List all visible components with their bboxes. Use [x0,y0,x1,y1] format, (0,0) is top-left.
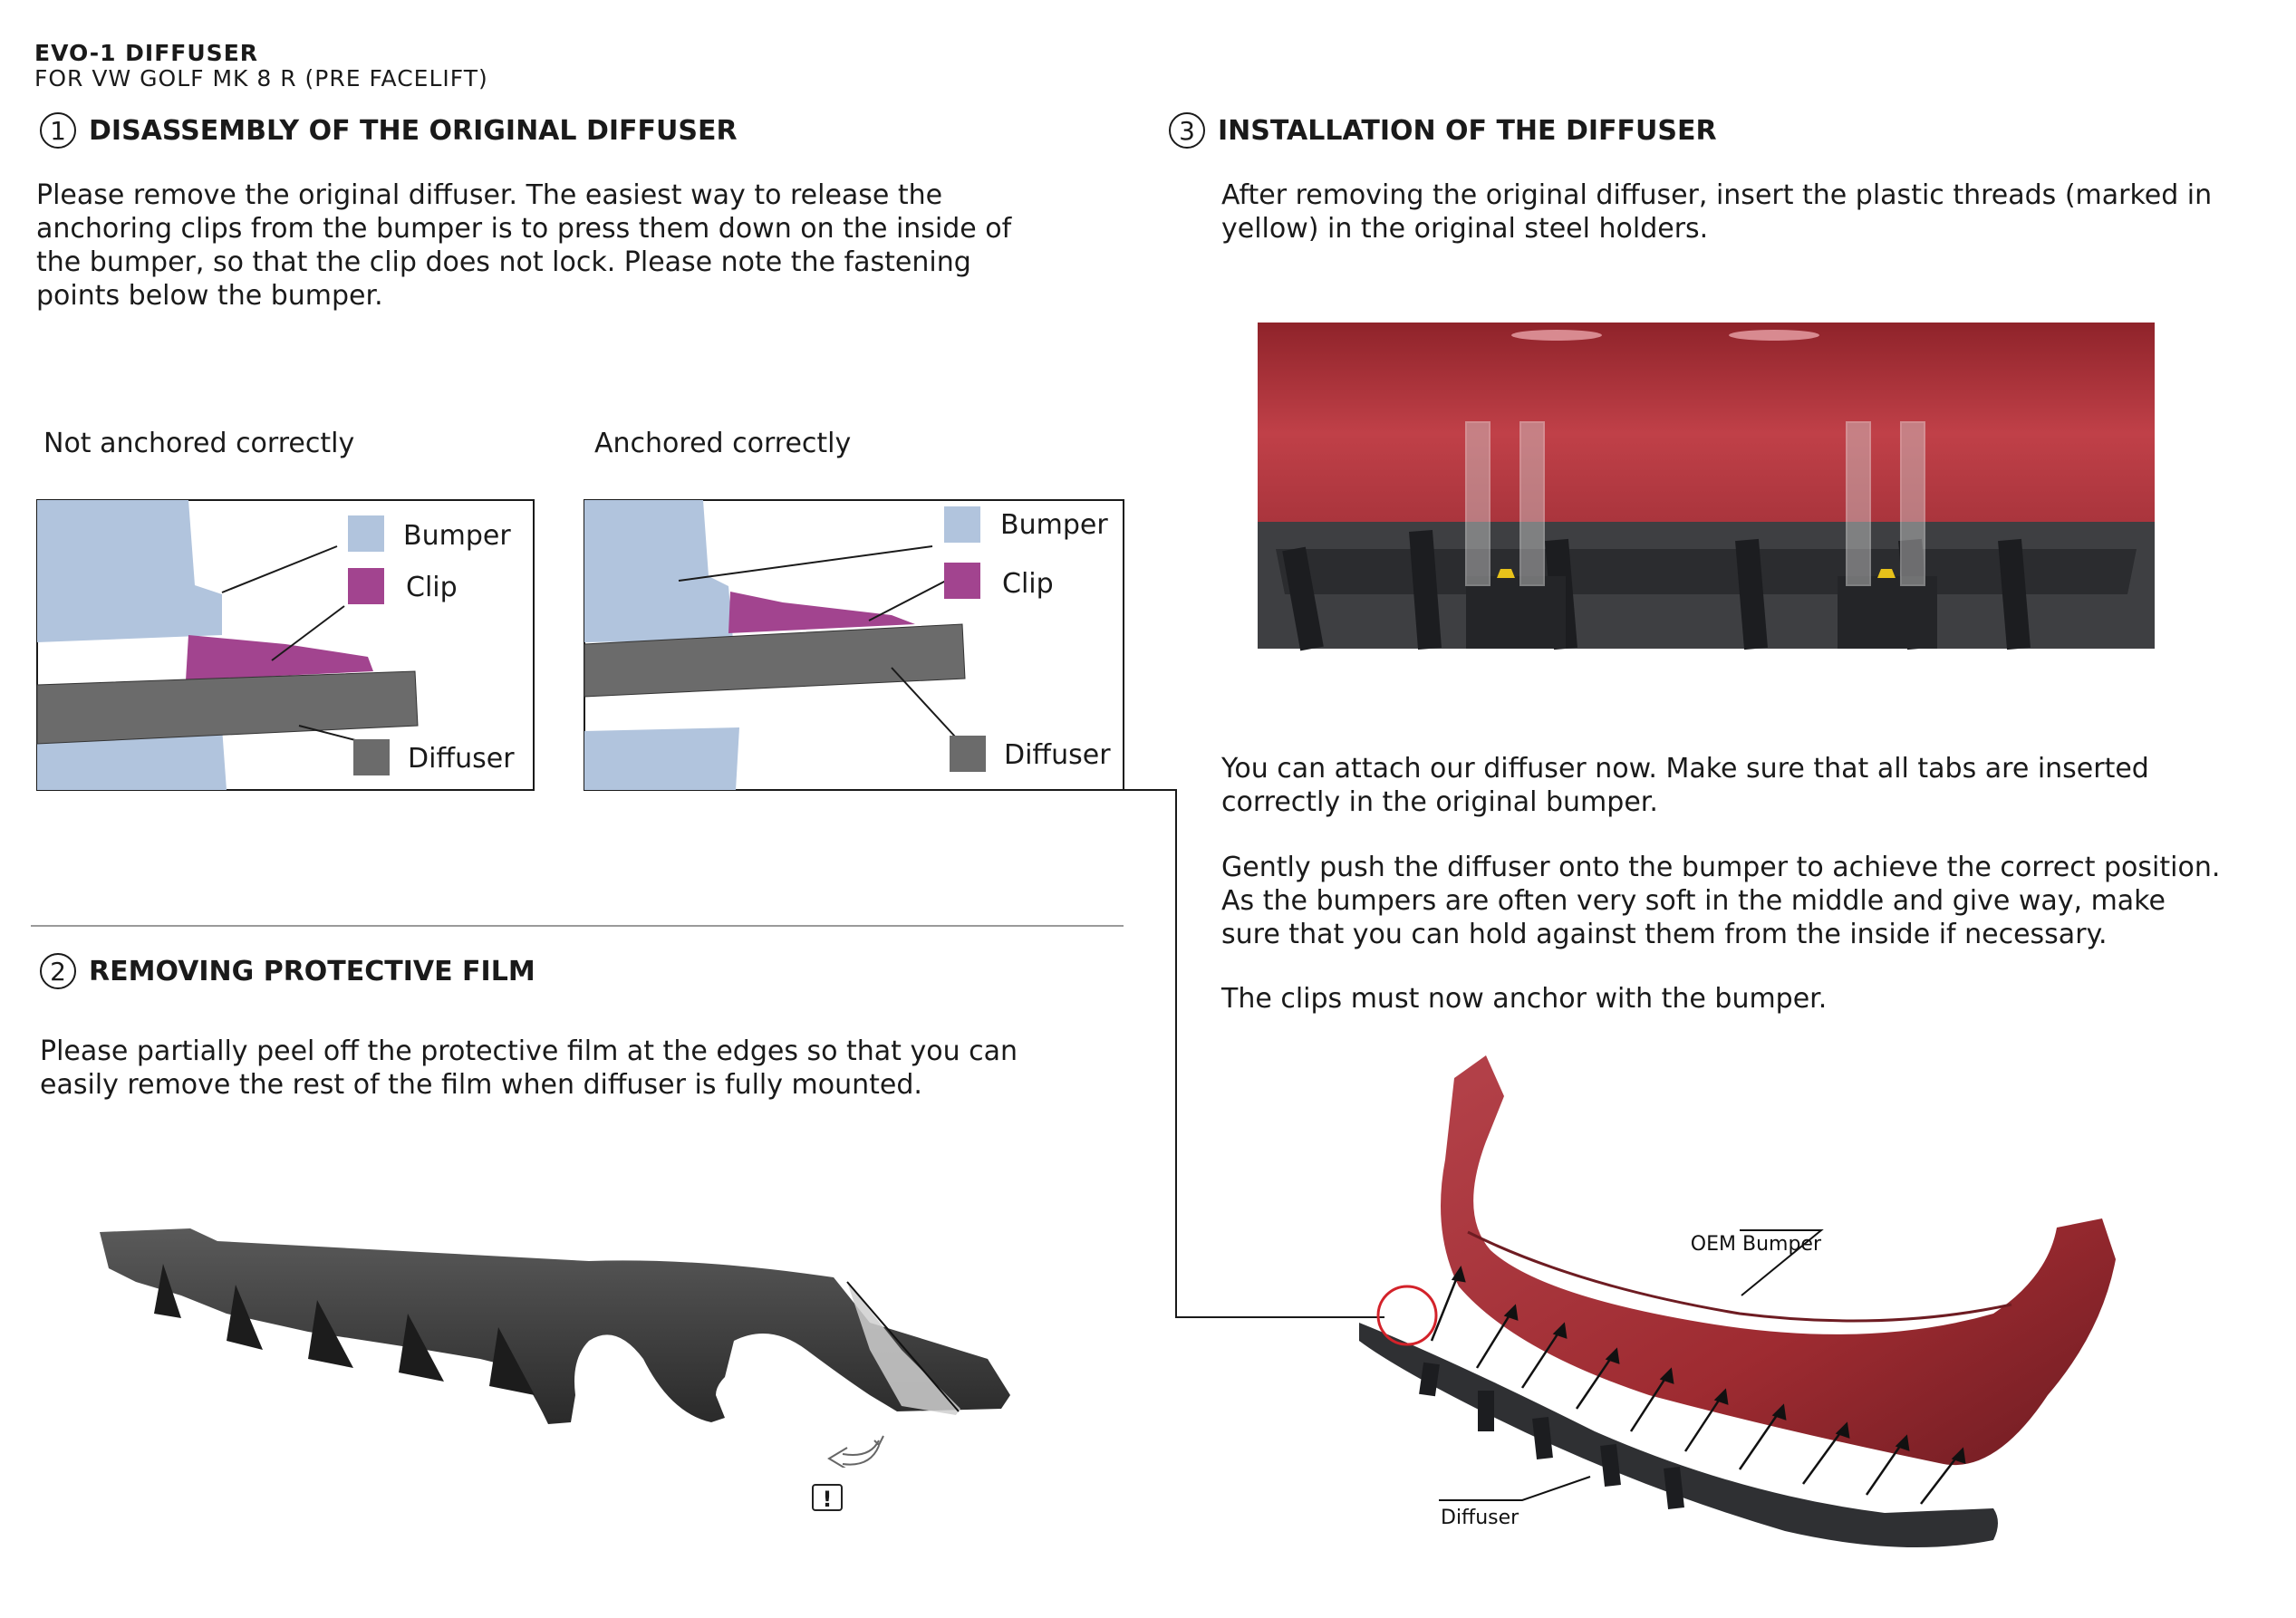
step3-text1: After removing the original diffuser, in… [1221,179,2213,245]
step1-number: 1 [40,112,76,149]
step2-heading: 2 REMOVING PROTECTIVE FILM [40,953,535,989]
legend-diffuser: Diffuser [408,743,515,775]
step3-title: INSTALLATION OF THE DIFFUSER [1218,114,1717,147]
clip-shape [728,592,915,633]
detail-connector-line [1122,789,1384,1318]
step3-text3: Gently push the diffuser onto the bumper… [1221,852,2221,950]
document-subtitle: FOR VW GOLF MK 8 R (PRE FACELIFT) [34,65,488,91]
diffuser-label: Diffuser [1441,1507,1519,1529]
step1-title: DISASSEMBLY OF THE ORIGINAL DIFFUSER [89,114,738,147]
legend-diffuser: Diffuser [1004,739,1111,771]
document-title: EVO-1 DIFFUSER [34,40,259,66]
clip-shape [186,635,373,680]
step1-heading: 1 DISASSEMBLY OF THE ORIGINAL DIFFUSER [40,112,738,149]
legend-clip: Clip [406,572,458,603]
step3-text2: You can attach our diffuser now. Make su… [1221,753,2149,818]
bumper-shape [37,727,227,790]
section-divider [31,925,1124,927]
step2-number: 2 [40,953,76,989]
bumper-shape [584,500,733,642]
step3-number: 3 [1169,112,1205,149]
legend-clip: Clip [1002,568,1054,600]
step3-heading: 3 INSTALLATION OF THE DIFFUSER [1169,112,1717,149]
step2-title: REMOVING PROTECTIVE FILM [89,955,535,987]
diagram-right-caption: Anchored correctly [594,428,852,459]
diffuser-shape [36,670,419,745]
step3-text4: The clips must now anchor with the bumpe… [1221,983,1828,1015]
diffuser-shape [584,623,966,698]
bumper-shape [584,727,739,790]
bumper-shape [37,500,222,642]
bumper-diffuser-assembly-illustration: OEM Bumper Diffuser [1359,1055,2116,1547]
step1-text: Please remove the original diffuser. The… [36,179,1012,312]
diagram-left-caption: Not anchored correctly [43,428,355,459]
bumper-holders-illustration [1258,323,2155,651]
oem-bumper-label: OEM Bumper [1691,1233,1822,1256]
warning-icon: ! [812,1484,843,1512]
legend-bumper: Bumper [403,520,511,552]
diagram-not-anchored: Bumper Clip Diffuser [36,499,535,791]
legend-bumper: Bumper [1000,509,1108,541]
step2-text: Please partially peel off the protective… [40,1035,1018,1101]
diagram-anchored: Bumper Clip Diffuser [584,499,1124,791]
diffuser-film-illustration [100,1228,1010,1468]
